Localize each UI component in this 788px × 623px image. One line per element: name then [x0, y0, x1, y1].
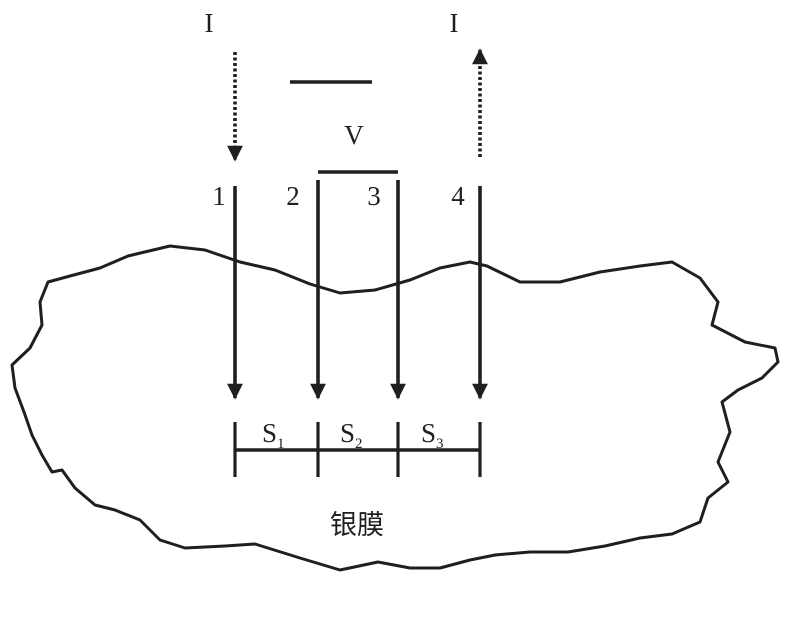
spacing-label-s1-sub: 1	[277, 436, 285, 452]
silver-film-outline	[10, 244, 780, 572]
spacing-label-s1: S1	[262, 418, 285, 452]
spacing-label-s2: S2	[340, 418, 363, 452]
probe-label-2: 2	[286, 181, 300, 211]
probe-label-4: 4	[451, 181, 465, 211]
spacing-label-s3-sub: 3	[436, 436, 444, 452]
probe-label-1: 1	[212, 181, 226, 211]
probe-label-3: 3	[367, 181, 381, 211]
spacing-label-s3-base: S	[421, 418, 436, 448]
current-out-label: I	[450, 8, 459, 38]
voltage-label: V	[344, 120, 364, 150]
spacing-label-s1-base: S	[262, 418, 277, 448]
film-label: 银膜	[330, 510, 384, 541]
current-in-label: I	[205, 8, 214, 38]
spacing-label-s2-base: S	[340, 418, 355, 448]
spacing-label-s3: S3	[421, 418, 444, 452]
spacing-label-s2-sub: 2	[355, 436, 363, 452]
